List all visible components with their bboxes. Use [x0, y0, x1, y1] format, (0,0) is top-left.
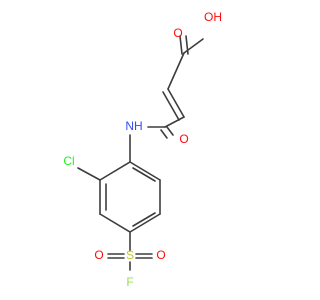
- atom-labels: OH O NH O Cl S O O F: [63, 10, 222, 289]
- chemical-structure-diagram: OH O NH O Cl S O O F: [63, 10, 222, 289]
- bond-cooh-c-o-double-a: [179, 35, 183, 55]
- hydroxyl-label: OH: [204, 10, 222, 24]
- bond-cooh-c-o-double-b: [185, 35, 189, 55]
- bond-ring-6-1: [129, 161, 161, 181]
- bond-cooh-c-alkene-c: [167, 52, 185, 90]
- chlorine-label: Cl: [63, 154, 74, 168]
- sulfur-label: S: [126, 248, 134, 262]
- amide-nh-label: NH: [125, 119, 142, 133]
- bonds: [77, 35, 204, 271]
- bond-ring-inner-bottom: [132, 212, 156, 227]
- bond-alkene-c-amide-c: [164, 116, 185, 128]
- bond-amide-c-o-double-b: [160, 129, 168, 139]
- bond-amide-c-o-double-a: [166, 126, 174, 136]
- bond-ring-3-4: [99, 213, 131, 233]
- amide-oxygen-label: O: [179, 132, 188, 146]
- bond-ring-1-2: [99, 161, 131, 181]
- bond-ring-inner-top: [132, 167, 156, 182]
- sulfonyl-oxygen-right-label: O: [156, 248, 165, 262]
- bond-alkene-double-b: [162, 91, 180, 121]
- bond-ring-chlorine: [77, 167, 101, 181]
- carboxyl-oxygen-label: O: [173, 26, 182, 40]
- fluorine-label: F: [126, 275, 133, 289]
- bond-alkene-double-a: [167, 88, 185, 118]
- bond-ring-4-5: [129, 213, 161, 233]
- sulfonyl-oxygen-left-label: O: [94, 248, 103, 262]
